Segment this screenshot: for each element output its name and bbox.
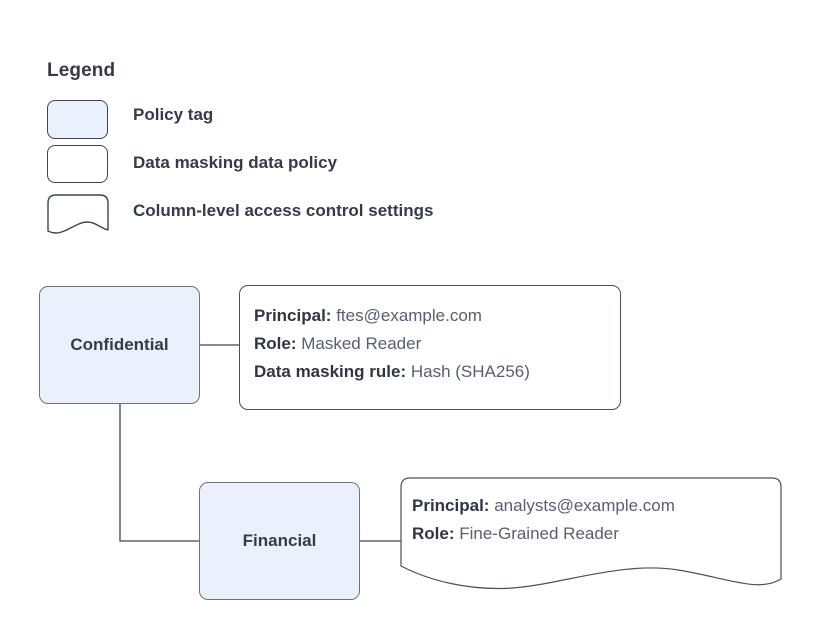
detail-value-role: Masked Reader xyxy=(301,334,422,353)
edge-confidential-to-financial xyxy=(119,404,200,542)
node-financial-label: Financial xyxy=(242,531,317,550)
detail-key-role-2: Role: xyxy=(412,524,455,543)
legend-swatch-data-masking-policy xyxy=(47,145,108,183)
legend-swatch-column-access-settings xyxy=(44,192,114,240)
detail-key-role: Role: xyxy=(254,334,297,353)
detail-line-role-2: Role: Fine-Grained Reader xyxy=(412,520,675,548)
detail-value-role-2: Fine-Grained Reader xyxy=(459,524,619,543)
detail-line-role: Role: Masked Reader xyxy=(254,330,606,358)
legend-label-data-masking-policy: Data masking data policy xyxy=(133,153,338,172)
detail-line-principal-2: Principal: analysts@example.com xyxy=(412,492,675,520)
detail-line-masking-rule: Data masking rule: Hash (SHA256) xyxy=(254,358,606,386)
detail-key-masking-rule: Data masking rule: xyxy=(254,362,407,381)
legend-label-column-access-settings: Column-level access control settings xyxy=(133,201,434,220)
wave-box-outline xyxy=(400,477,782,590)
detail-line-principal: Principal: ftes@example.com xyxy=(254,302,606,330)
detail-key-principal-2: Principal: xyxy=(412,496,490,515)
detail-value-principal-2: analysts@example.com xyxy=(494,496,675,515)
detail-text-financial-access: Principal: analysts@example.com Role: Fi… xyxy=(412,492,675,548)
detail-value-principal: ftes@example.com xyxy=(336,306,482,325)
legend-swatch-policy-tag xyxy=(47,100,108,139)
detail-key-principal: Principal: xyxy=(254,306,332,325)
detail-value-masking-rule: Hash (SHA256) xyxy=(410,362,530,381)
node-confidential[interactable]: Confidential xyxy=(39,286,200,404)
node-confidential-label: Confidential xyxy=(70,335,169,354)
node-financial[interactable]: Financial xyxy=(199,482,360,600)
detail-box-financial-access[interactable]: Principal: analysts@example.com Role: Fi… xyxy=(398,474,784,600)
legend-title: Legend xyxy=(47,60,116,81)
legend-label-policy-tag: Policy tag xyxy=(133,105,214,124)
detail-box-confidential-policy[interactable]: Principal: ftes@example.com Role: Masked… xyxy=(239,285,621,410)
